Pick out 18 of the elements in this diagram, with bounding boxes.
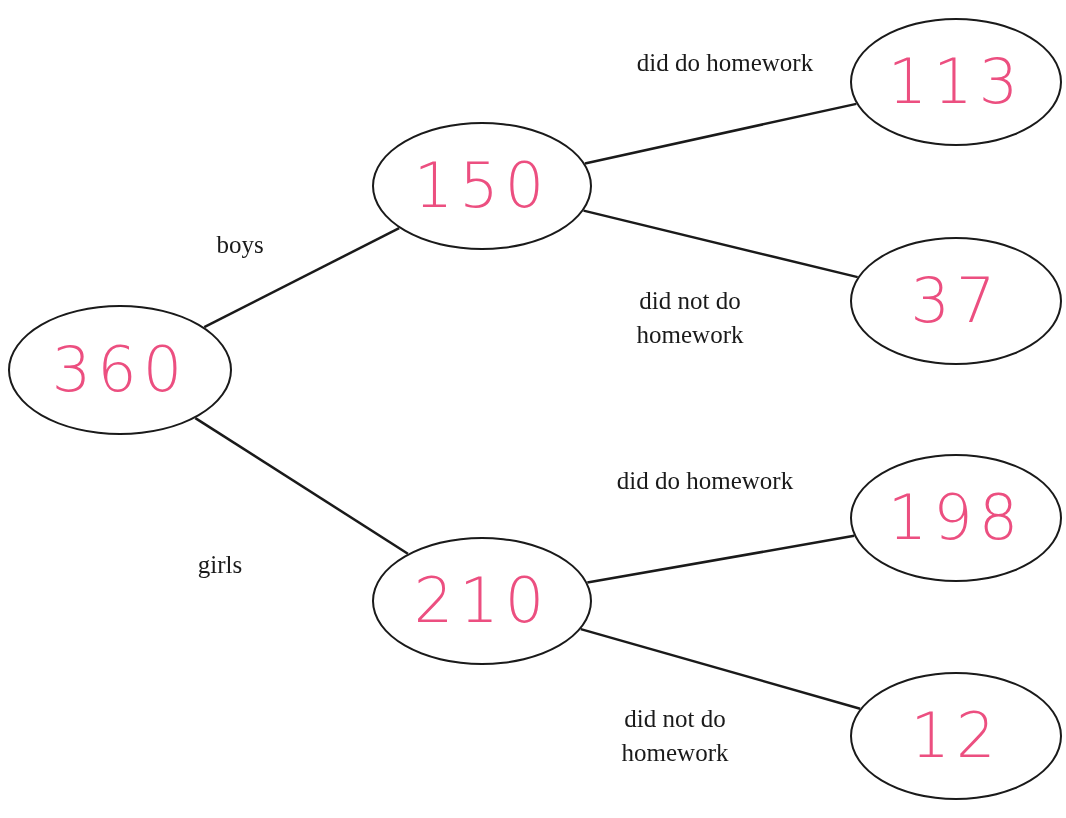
handwritten-number: 198: [887, 487, 1025, 549]
branch-line: [583, 209, 858, 279]
handwritten-number: 210: [413, 570, 551, 632]
handwritten-number: 360: [51, 339, 189, 401]
edge-label: boys: [215, 230, 265, 260]
handwritten-number: 37: [910, 270, 1002, 332]
branch-line: [203, 227, 400, 329]
branch-line: [584, 102, 857, 165]
handwritten-number: 150: [413, 155, 551, 217]
edge-label: did do homework: [615, 466, 795, 496]
handwritten-number: 113: [887, 51, 1025, 113]
edge-label: did do homework: [635, 48, 815, 78]
handwritten-number: 12: [910, 705, 1002, 767]
branch-line: [194, 417, 409, 555]
edge-label: did not do homework: [635, 286, 745, 350]
branch-line: [580, 627, 861, 710]
edge-label: girls: [196, 550, 244, 580]
edge-label: did not do homework: [620, 704, 730, 768]
